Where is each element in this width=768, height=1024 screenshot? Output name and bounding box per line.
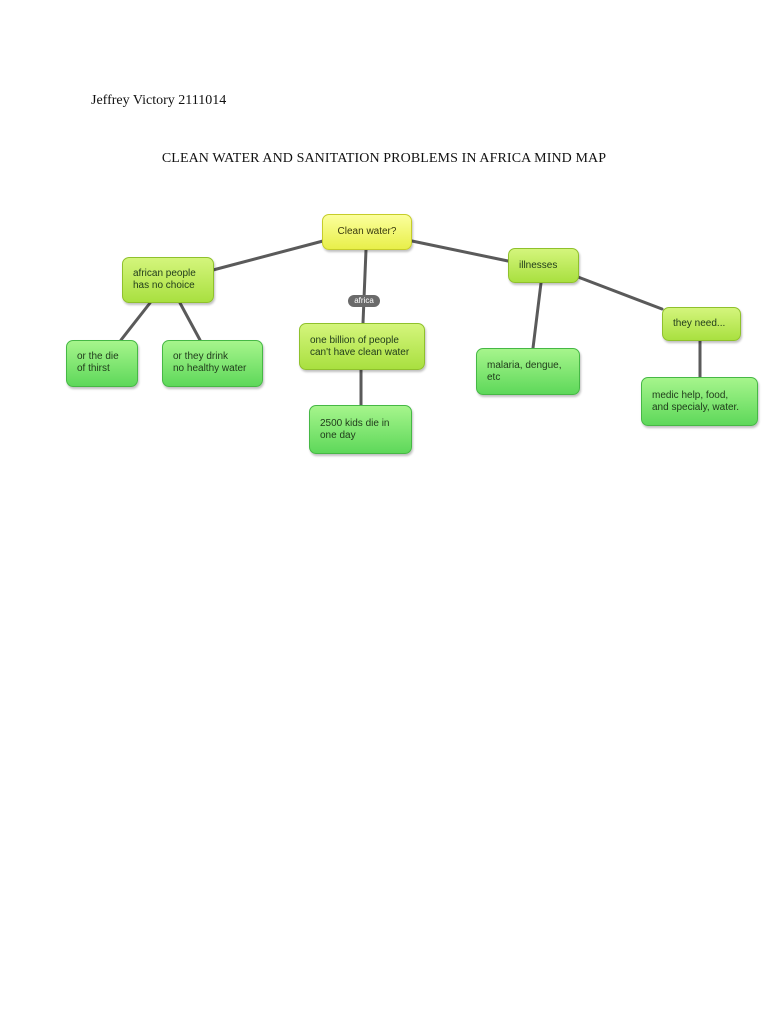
node-one-billion: one billion of people can't have clean w… <box>299 323 425 370</box>
connector-center-illnesses <box>410 239 510 263</box>
node-die-of-thirst: or the die of thirst <box>66 340 138 387</box>
node-african-people: african people has no choice <box>122 257 214 303</box>
node-illnesses: illnesses <box>508 248 579 283</box>
connector-center-one-billion <box>361 248 368 325</box>
connector-african-people-die-thirst <box>119 301 152 342</box>
connector-illnesses-they-need <box>576 275 664 311</box>
document-title: CLEAN WATER AND SANITATION PROBLEMS IN A… <box>161 151 607 166</box>
connector-illnesses-diseases <box>531 281 543 350</box>
node-kids-die: 2500 kids die in one day <box>309 405 412 454</box>
connector-african-people-drink <box>178 301 202 342</box>
node-drink-unhealthy: or they drink no healthy water <box>162 340 263 387</box>
connector-center-african-people <box>211 239 325 272</box>
node-diseases: malaria, dengue, etc <box>476 348 580 395</box>
node-clean-water: Clean water? <box>322 214 412 250</box>
node-needs-detail: medic help, food, and specialy, water. <box>641 377 758 426</box>
node-they-need: they need... <box>662 307 741 341</box>
edge-label-africa: africa <box>348 295 380 307</box>
author-line: Jeffrey Victory 2111014 <box>91 93 227 108</box>
